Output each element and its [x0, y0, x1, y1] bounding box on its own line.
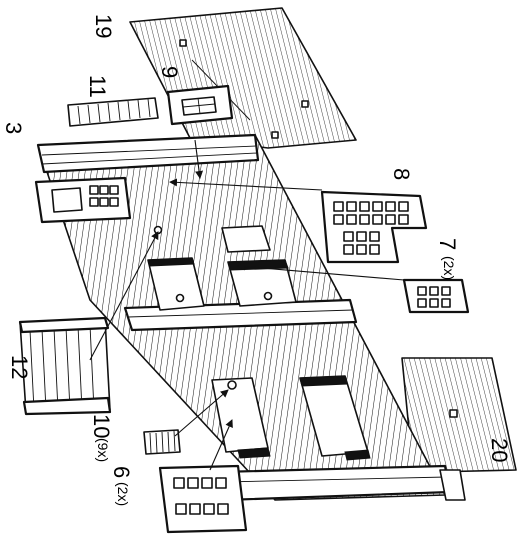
label-6-qty: (2x): [115, 482, 131, 506]
label-10-qty: (9x): [95, 438, 111, 462]
part-12-railing: [18, 316, 112, 416]
label-19: 19: [91, 14, 116, 38]
part-6-window: [158, 464, 248, 534]
wall-window-frame: [34, 176, 132, 224]
part-11-strip: [67, 97, 159, 127]
label-11: 11: [85, 75, 110, 98]
part-10-vent: [143, 429, 181, 455]
label-12: 12: [7, 355, 32, 379]
part-7-window: [402, 278, 470, 314]
label-9: 9: [157, 66, 182, 78]
label-7: 7: [435, 238, 460, 250]
label-10: 10: [89, 414, 114, 438]
part-labels: 19 9 11 3 8 7 (2x) 12 10 (9x) 6 (2x) 20: [1, 14, 512, 506]
label-3: 3: [1, 122, 26, 134]
part-9-window: [166, 84, 234, 126]
label-8: 8: [389, 168, 414, 180]
part-8-window: [320, 190, 428, 264]
assembly-arrows: [89, 139, 405, 471]
label-7-qty: (2x): [441, 256, 457, 280]
label-6: 6: [109, 466, 134, 478]
label-20: 20: [487, 438, 512, 462]
